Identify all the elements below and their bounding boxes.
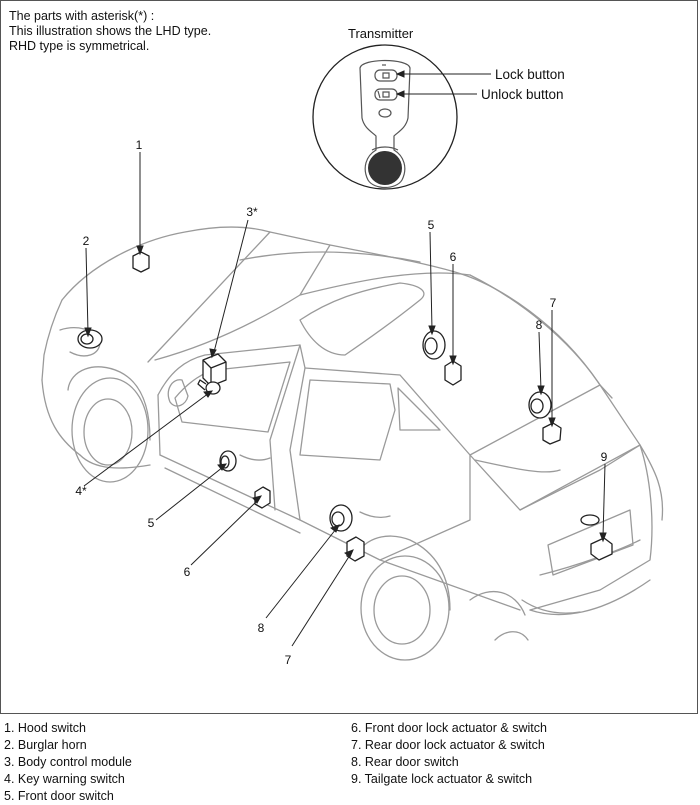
unlock-button-label: Unlock button (481, 87, 564, 102)
hood-switch-shape (132, 251, 150, 273)
lock-button-label: Lock button (495, 67, 565, 82)
transmitter-inset (312, 44, 491, 190)
callout-5-upper: 5 (428, 218, 435, 232)
tailgate-emblem (580, 514, 600, 526)
legend-item: 1. Hood switch (4, 721, 86, 735)
legend-item: 3. Body control module (4, 755, 132, 769)
body-control-module-shape (202, 353, 227, 387)
callout-6-lower: 6 (184, 565, 191, 579)
note-line-2: This illustration shows the LHD type. (9, 24, 212, 38)
callout-7-lower: 7 (285, 653, 292, 667)
transmitter-title: Transmitter (348, 26, 414, 41)
callout-6-upper: 6 (450, 250, 457, 264)
vehicle-diagram: 1 2 3* 4* 5 6 5 6 8 7 9 8 7 (41, 44, 664, 667)
legend-item: 9. Tailgate lock actuator & switch (351, 772, 533, 786)
front-door-lock-actuator-shape (254, 486, 271, 509)
callout-8-lower: 8 (258, 621, 265, 635)
note-line-3: RHD type is symmetrical. (9, 39, 150, 53)
legend-item: 4. Key warning switch (4, 772, 125, 786)
rear-door-switch-shape (528, 391, 552, 419)
legend-left: 1. Hood switch 2. Burglar horn 3. Body c… (4, 720, 132, 805)
note-line-1: The parts with asterisk(*) : (9, 9, 155, 23)
asterisk-note: The parts with asterisk(*) : This illust… (9, 9, 211, 54)
legend-item: 5. Front door switch (4, 789, 114, 803)
illustration-frame (0, 0, 698, 714)
tailgate-lock-actuator-shape (590, 537, 613, 561)
callout-4: 4* (75, 484, 87, 498)
burglar-horn-shape (77, 329, 103, 349)
rear-door-lock-actuator-shape-2 (346, 536, 365, 562)
legend-item: 7. Rear door lock actuator & switch (351, 738, 545, 752)
callout-8-upper: 8 (536, 318, 543, 332)
legend-right: 6. Front door lock actuator & switch 7. … (351, 720, 547, 788)
callout-2: 2 (83, 234, 90, 248)
car-outline (41, 226, 664, 661)
callout-3: 3* (246, 205, 258, 219)
callout-7-upper: 7 (550, 296, 557, 310)
callout-1: 1 (136, 138, 143, 152)
legend-item: 2. Burglar horn (4, 738, 87, 752)
callout-9: 9 (601, 450, 608, 464)
legend-item: 6. Front door lock actuator & switch (351, 721, 547, 735)
callout-5-lower: 5 (148, 516, 155, 530)
front-door-switch-shape-2 (422, 330, 446, 360)
legend-item: 8. Rear door switch (351, 755, 459, 769)
